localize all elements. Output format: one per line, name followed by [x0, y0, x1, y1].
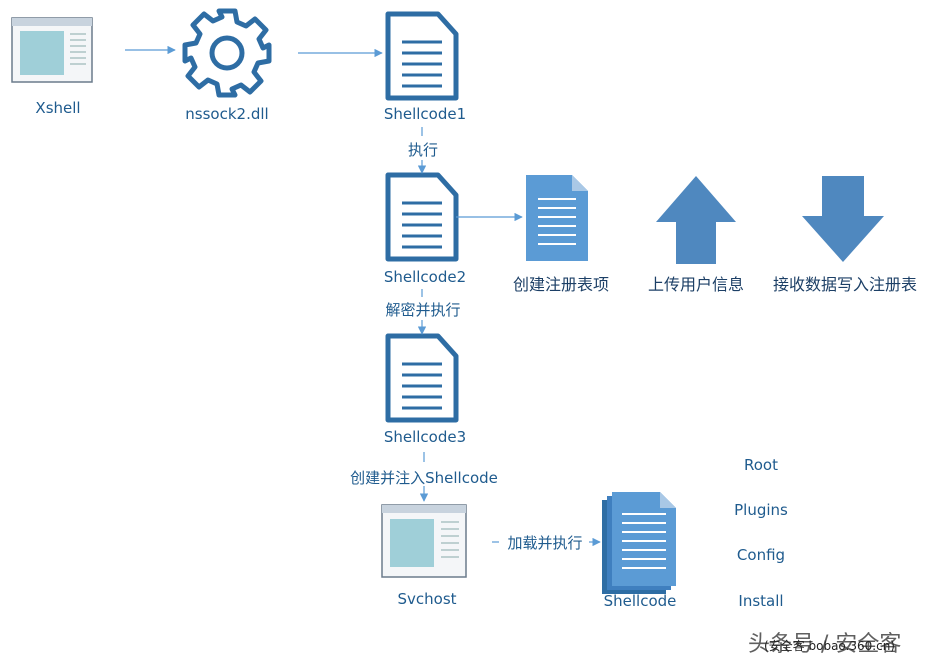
label-shellcode: Shellcode — [603, 592, 677, 610]
document-icon-shellcode3 — [385, 333, 459, 423]
label-shellcode2: Shellcode2 — [383, 268, 467, 286]
registry-key-config: Config — [736, 546, 786, 564]
download-arrow-icon — [802, 176, 884, 262]
label-nssock: nssock2.dll — [185, 105, 269, 123]
svchost-window-icon — [381, 504, 467, 578]
label-svchost: Svchost — [397, 590, 457, 608]
upload-arrow-icon — [656, 176, 736, 264]
watermark-sub: (安全客 bobao.360.cn) — [764, 639, 895, 653]
document-icon-shellcode1 — [385, 11, 459, 101]
watermark-main: 头条号 / 安全客 — [748, 632, 902, 657]
registry-key-install: Install — [738, 592, 784, 610]
label-exec: 执行 — [407, 141, 439, 159]
stacked-documents-icon — [602, 492, 676, 594]
label-load-exec: 加载并执行 — [507, 534, 583, 552]
label-create-inject: 创建并注入Shellcode — [350, 469, 498, 487]
xshell-window-icon — [11, 17, 93, 83]
label-shellcode1: Shellcode1 — [383, 105, 467, 123]
document-icon-shellcode2 — [385, 172, 459, 262]
registry-document-icon — [526, 175, 588, 261]
label-upload-user-info: 上传用户信息 — [647, 275, 745, 294]
gear-icon — [182, 8, 272, 98]
label-xshell: Xshell — [35, 99, 81, 117]
label-create-registry: 创建注册表项 — [512, 275, 610, 294]
label-receive-write-registry: 接收数据写入注册表 — [772, 275, 918, 294]
label-decrypt-exec: 解密并执行 — [385, 301, 461, 319]
registry-key-plugins: Plugins — [734, 501, 788, 519]
registry-key-root: Root — [744, 456, 778, 474]
label-shellcode3: Shellcode3 — [383, 428, 467, 446]
